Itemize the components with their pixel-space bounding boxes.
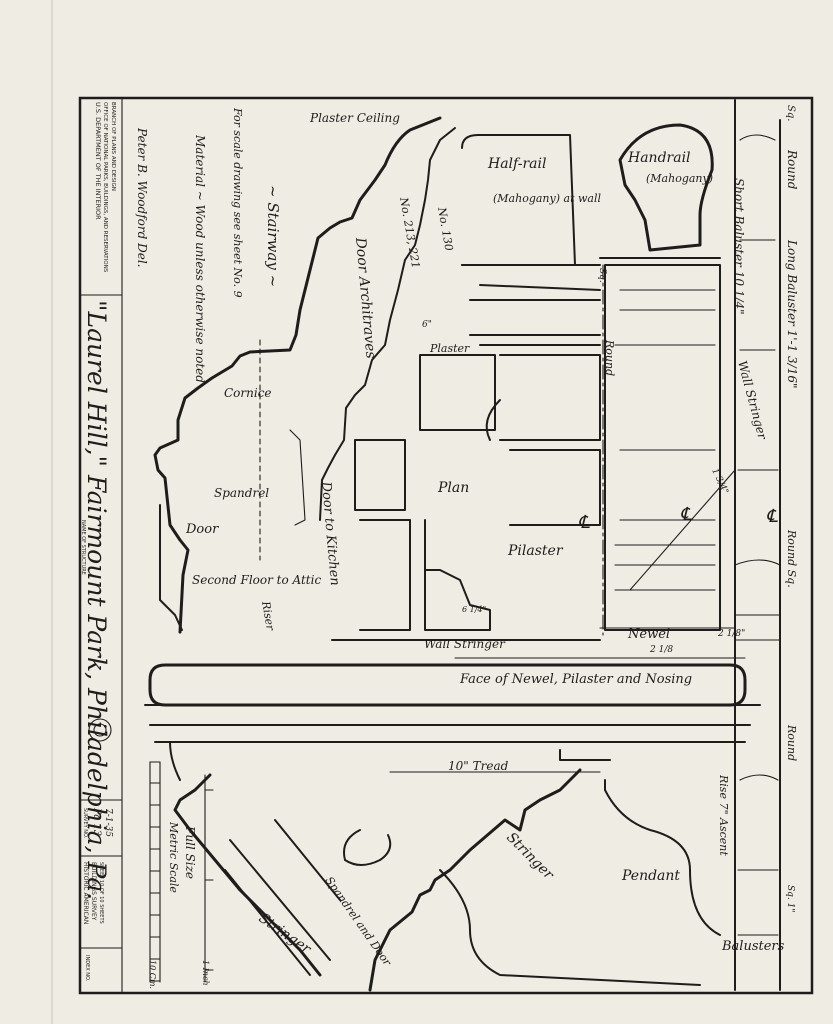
agency-line-3: BRANCH OF PLANS AND DESIGN (110, 102, 116, 191)
nosing-lines (144, 704, 761, 781)
spandrel-detail (289, 429, 306, 526)
face-of-newel-label: Face of Newel, Pilaster and Nosing (459, 672, 692, 687)
round-lower-label: Round (785, 724, 798, 761)
centerline-baluster-icon: ℄ (766, 506, 778, 527)
cm-label: 10 Cm. (148, 960, 157, 989)
sq-newel-label: Sq. (597, 268, 607, 283)
plan-label: Plan (437, 480, 469, 496)
door-profile (159, 504, 183, 631)
newel-profile (602, 264, 736, 636)
half-rail-label: Half-rail (487, 156, 546, 172)
cornice-label: Cornice (224, 386, 272, 400)
program-line-1: HISTORIC AMERICAN (82, 862, 89, 924)
half-rail-mahogany-label: (Mahogany) at wall (493, 192, 601, 205)
door-label: Door (185, 522, 219, 537)
rise-ascent-label: Rise 7" Ascent (717, 774, 730, 856)
balusters-label: Balusters (721, 939, 785, 954)
agency-line-2: OFFICE OF NATIONAL PARKS, BUILDINGS, AND… (102, 102, 108, 273)
structure-name: "Laurel Hill," Fairmount Park, Philadelp… (82, 300, 111, 900)
delineator-signature: Peter B. Woodford Del. (135, 127, 149, 267)
handrail-profile (599, 123, 721, 259)
seal-inner (93, 723, 107, 737)
second-floor-label: Second Floor to Attic (192, 573, 321, 587)
seal-icon (88, 718, 112, 742)
plaster-ceiling-label: Plaster Ceiling (309, 111, 400, 125)
centerline-pilaster-icon: ℄ (578, 512, 590, 533)
plaster-label: Plaster (429, 342, 470, 355)
stairway-heading: ~ Stairway ~ (264, 185, 282, 287)
round-top-label: Round (785, 149, 799, 190)
baluster-profile (734, 99, 781, 991)
stringer-profile (173, 749, 721, 992)
sq-top-label: Sq. (785, 105, 796, 121)
six-inch-label: 6" (422, 320, 432, 330)
sq-lower-label: Sq. 1" (785, 885, 795, 913)
agency-line-1: U.S. DEPARTMENT OF THE INTERIOR (94, 102, 102, 220)
survey-label: SURVEY NO. (82, 808, 88, 839)
scale-note: For scale drawing see sheet No. 9 (231, 107, 244, 298)
centerline-newel-icon: ℄ (680, 504, 692, 525)
newel-side-dimension-label: 2 1/8" (717, 629, 745, 639)
round-newel-label: Round (603, 339, 616, 376)
half-rail-profile (461, 134, 601, 526)
long-baluster-label: Long Baluster 1'-1 3/16" (785, 239, 799, 389)
index-label: INDEX NO. (84, 955, 90, 982)
round-sq-label: Round Sq. (785, 529, 798, 588)
dimension-b-label: 6 1/4" (462, 605, 486, 614)
newel-label: Newel (627, 627, 670, 642)
riser-label: Riser (259, 599, 277, 632)
inch-label: 1 Inch (201, 960, 210, 986)
material-note: Material ~ Wood unless otherwise noted (193, 134, 207, 383)
wall-stringer-label: Wall Stringer (424, 637, 506, 651)
full-size-label: Full Size (183, 825, 197, 879)
architrave-profile (319, 127, 456, 521)
metric-scale (149, 761, 214, 983)
newel-dimension-label: 2 1/8 (649, 645, 673, 655)
pilaster-label: Pilaster (507, 543, 564, 559)
survey-number: Pa 13 (91, 807, 102, 836)
survey-date: 7-1-35 (103, 808, 113, 837)
metric-scale-label: Metric Scale (167, 821, 180, 893)
tread-label: 10" Tread (448, 759, 509, 773)
cornice-profile (153, 116, 442, 634)
spandrel-label: Spandrel (214, 486, 269, 500)
program-line-2: BUILDINGS SURVEY (90, 862, 97, 921)
name-of-structure-label: NAME OF STRUCTURE (80, 520, 86, 575)
handrail-label: Handrail (627, 150, 691, 166)
sheet-count: SHEET 10 OF 10 SHEETS (98, 862, 104, 924)
sheet-border (78, 96, 814, 995)
pendant-label: Pendant (621, 868, 680, 884)
handrail-mahogany-label: (Mahogany) (646, 172, 713, 185)
short-baluster-label: Short Baluster 10 1/4" (732, 178, 746, 315)
plan-detail (331, 354, 601, 641)
